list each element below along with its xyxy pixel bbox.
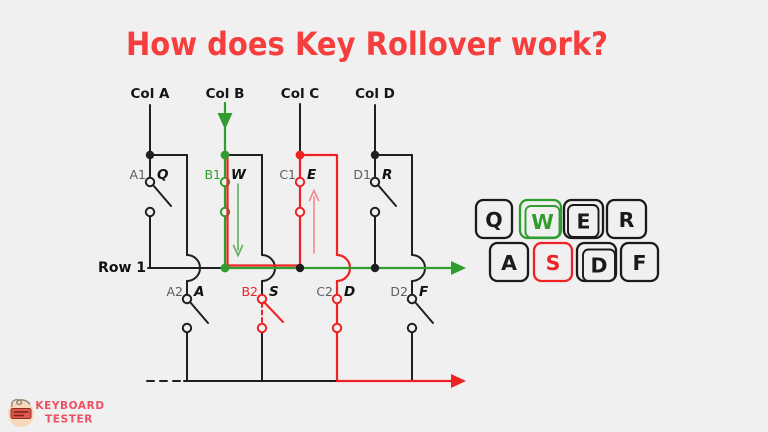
key-f-cap (619, 241, 660, 283)
key-w-label: W (531, 210, 554, 234)
switch-b2-phantom (261, 301, 284, 326)
key-e-label: E (576, 210, 590, 234)
keyboard-icon (10, 398, 32, 419)
switch-c2-id: C2 (316, 284, 333, 299)
key-w: W (518, 198, 563, 240)
switch-a1-id: A1 (129, 167, 146, 182)
b1-current-down-arrowhead-icon (232, 244, 244, 258)
key-f: F (619, 241, 660, 283)
key-a-label: A (501, 251, 517, 275)
junction-c-row1 (295, 263, 305, 273)
switch-c2-terminal-bottom (331, 322, 343, 334)
key-d-cap-pressed (582, 248, 616, 282)
key-e: E (562, 198, 605, 240)
key-r-cap (605, 198, 648, 240)
col-b-label: Col B (206, 86, 245, 102)
key-q-cap (474, 198, 514, 240)
switch-key-letters: Q W E R A S D F (157, 167, 429, 300)
switch-a1-terminal-top (144, 176, 156, 188)
key-e-cap-pressed (567, 204, 600, 238)
logo-text-line2: TESTER (45, 414, 93, 426)
keycap-cluster: Q W E R A S (474, 198, 660, 283)
circuit-diagram: Col A Col B Col C Col D (98, 86, 466, 388)
switch-b2-id: B2 (241, 284, 258, 299)
switch-d1-terminal-bottom (369, 206, 381, 218)
row1-sense-arrow-icon (451, 261, 466, 275)
switch-d2-blade-open (414, 301, 434, 324)
switch-terminals (144, 176, 418, 334)
key-e-cap-outer (562, 198, 605, 240)
switch-labels: A1 B1 C1 D1 A2 B2 C2 D2 (129, 167, 408, 299)
junction-c-top (295, 150, 305, 160)
switch-c1-terminal-bottom (294, 206, 306, 218)
keyboard-tester-logo: KEYBOARD TESTER (8, 398, 104, 427)
switch-d2-terminal-top (406, 293, 418, 305)
col-d-label: Col D (355, 86, 395, 102)
key-a-cap (488, 241, 530, 283)
key-s-label: S (546, 251, 561, 275)
keyboard-cable (10, 398, 31, 408)
switch-a2-terminal-top (181, 293, 193, 305)
switch-d2-terminal-bottom (406, 322, 418, 334)
switch-c1-id: C1 (279, 167, 296, 182)
switch-a2-key-letter: A (193, 284, 204, 300)
junction-d-row1 (370, 263, 380, 273)
col-c-label: Col C (281, 86, 320, 102)
key-q: Q (474, 198, 514, 240)
switch-a2-terminal-bottom (181, 322, 193, 334)
switch-a1-terminal-bottom (144, 206, 156, 218)
switch-a1-blade-open (152, 184, 172, 207)
junction-a-top (145, 150, 155, 160)
logo-text-line1: KEYBOARD (35, 400, 104, 412)
junction-b-top (220, 150, 230, 160)
switch-d2-key-letter: F (419, 284, 429, 300)
switch-c1-terminal-top (294, 176, 306, 188)
key-f-label: F (632, 251, 646, 275)
junction-dots (145, 150, 380, 273)
switch-d1-blade-open (377, 184, 397, 207)
col-a-label: Col A (131, 86, 171, 102)
switch-a1-key-letter: Q (157, 167, 168, 183)
key-a: A (488, 241, 530, 283)
page-title: How does Key Rollover work? (126, 25, 608, 63)
row2-ghost-arrow-icon (451, 374, 466, 388)
switch-b1-id: B1 (204, 167, 221, 182)
key-d-label: D (590, 254, 607, 278)
switch-d2-id: D2 (390, 284, 408, 299)
key-r-label: R (619, 208, 635, 232)
switch-b1-key-letter: W (231, 167, 247, 183)
c1-current-up-arrowhead-icon (308, 188, 320, 202)
switch-b2-blade-open (263, 301, 284, 323)
switch-c1-key-letter: E (307, 167, 317, 183)
switch-a2-id: A2 (166, 284, 183, 299)
key-s-cap-ghost (532, 241, 574, 283)
switch-d1-id: D1 (353, 167, 371, 182)
switch-a2-blade-open (189, 301, 209, 324)
row1-label: Row 1 (98, 260, 146, 276)
switch-c2-key-letter: D (344, 284, 355, 300)
column-d-wiring (374, 104, 434, 382)
junction-d-top (370, 150, 380, 160)
keyboard-body (10, 408, 32, 419)
key-q-label: Q (485, 208, 502, 232)
switch-c2-terminal-top (331, 293, 343, 305)
col-b-drive-arrow-icon (217, 113, 233, 130)
switch-d1-key-letter: R (382, 167, 392, 183)
key-d: D (575, 241, 618, 283)
switch-b2-key-letter: S (269, 284, 279, 300)
switch-d1-terminal-top (369, 176, 381, 188)
switch-b2-terminal-bottom (256, 322, 268, 334)
junction-b-row1 (220, 263, 230, 273)
current-direction-arrows (232, 183, 320, 258)
key-w-cap-pressed (524, 205, 561, 239)
key-r: R (605, 198, 648, 240)
key-s: S (532, 241, 574, 283)
